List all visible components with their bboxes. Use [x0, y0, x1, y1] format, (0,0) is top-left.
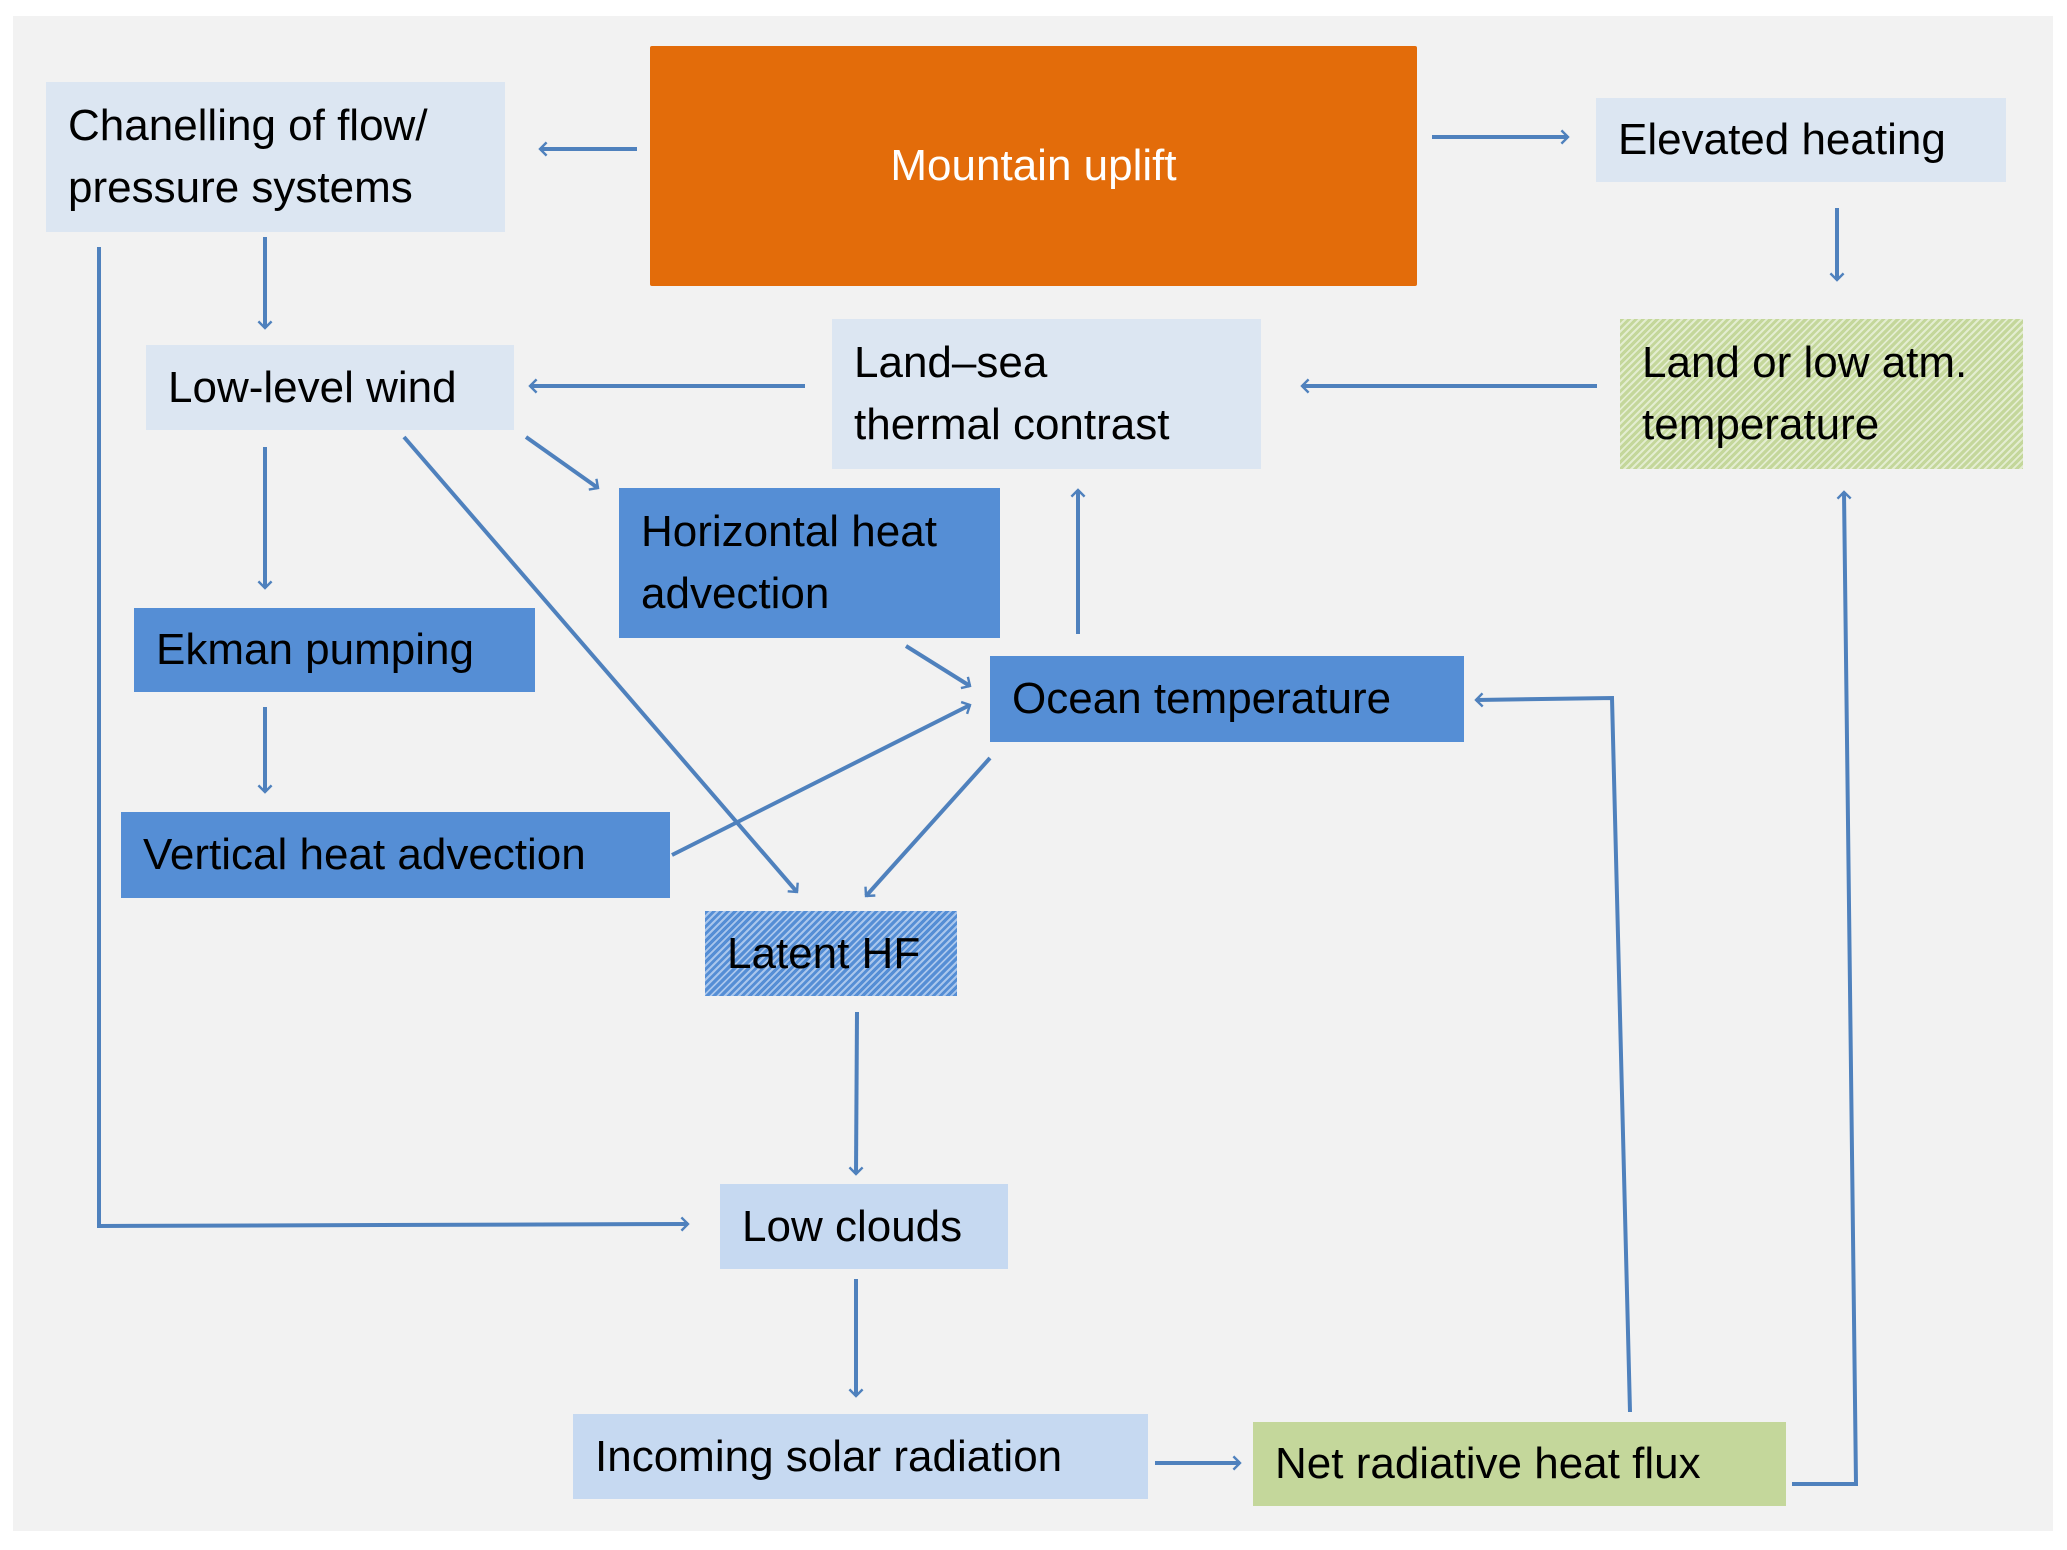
node-ekman-pumping: Ekman pumping	[134, 608, 535, 692]
node-net-radiative: Net radiative heat flux	[1253, 1422, 1786, 1506]
node-low-level-wind: Low-level wind	[146, 345, 514, 430]
node-land-sea-contrast-label: Land–sea thermal contrast	[854, 338, 1170, 449]
node-elevated-heating-label: Elevated heating	[1618, 115, 1946, 164]
node-latent-hf: Latent HF	[705, 911, 957, 996]
node-chanelling: Chanelling of flow/ pressure systems	[46, 82, 505, 232]
node-land-temperature: Land or low atm. temperature	[1620, 319, 2023, 469]
node-horizontal-heat-advection-label: Horizontal heat advection	[641, 507, 937, 618]
node-latent-hf-label: Latent HF	[727, 928, 921, 978]
node-ekman-pumping-label: Ekman pumping	[156, 625, 474, 674]
node-vertical-heat-advection: Vertical heat advection	[121, 812, 670, 898]
node-incoming-solar: Incoming solar radiation	[573, 1414, 1148, 1499]
node-elevated-heating: Elevated heating	[1596, 98, 2006, 182]
node-ocean-temperature: Ocean temperature	[990, 656, 1464, 742]
node-chanelling-label: Chanelling of flow/ pressure systems	[68, 101, 428, 212]
node-low-level-wind-label: Low-level wind	[168, 362, 457, 412]
node-land-sea-contrast: Land–sea thermal contrast	[832, 319, 1261, 469]
node-ocean-temperature-label: Ocean temperature	[1012, 674, 1392, 723]
node-land-temperature-label: Land or low atm. temperature	[1642, 338, 1968, 449]
node-low-clouds-label: Low clouds	[742, 1201, 963, 1251]
node-low-clouds: Low clouds	[720, 1184, 1008, 1269]
node-vertical-heat-advection-label: Vertical heat advection	[143, 830, 586, 879]
node-horizontal-heat-advection: Horizontal heat advection	[619, 488, 1000, 638]
node-mountain-uplift-label: Mountain uplift	[890, 141, 1177, 190]
node-incoming-solar-label: Incoming solar radiation	[595, 1431, 1063, 1481]
node-net-radiative-label: Net radiative heat flux	[1275, 1439, 1701, 1488]
node-mountain-uplift: Mountain uplift	[650, 46, 1417, 286]
